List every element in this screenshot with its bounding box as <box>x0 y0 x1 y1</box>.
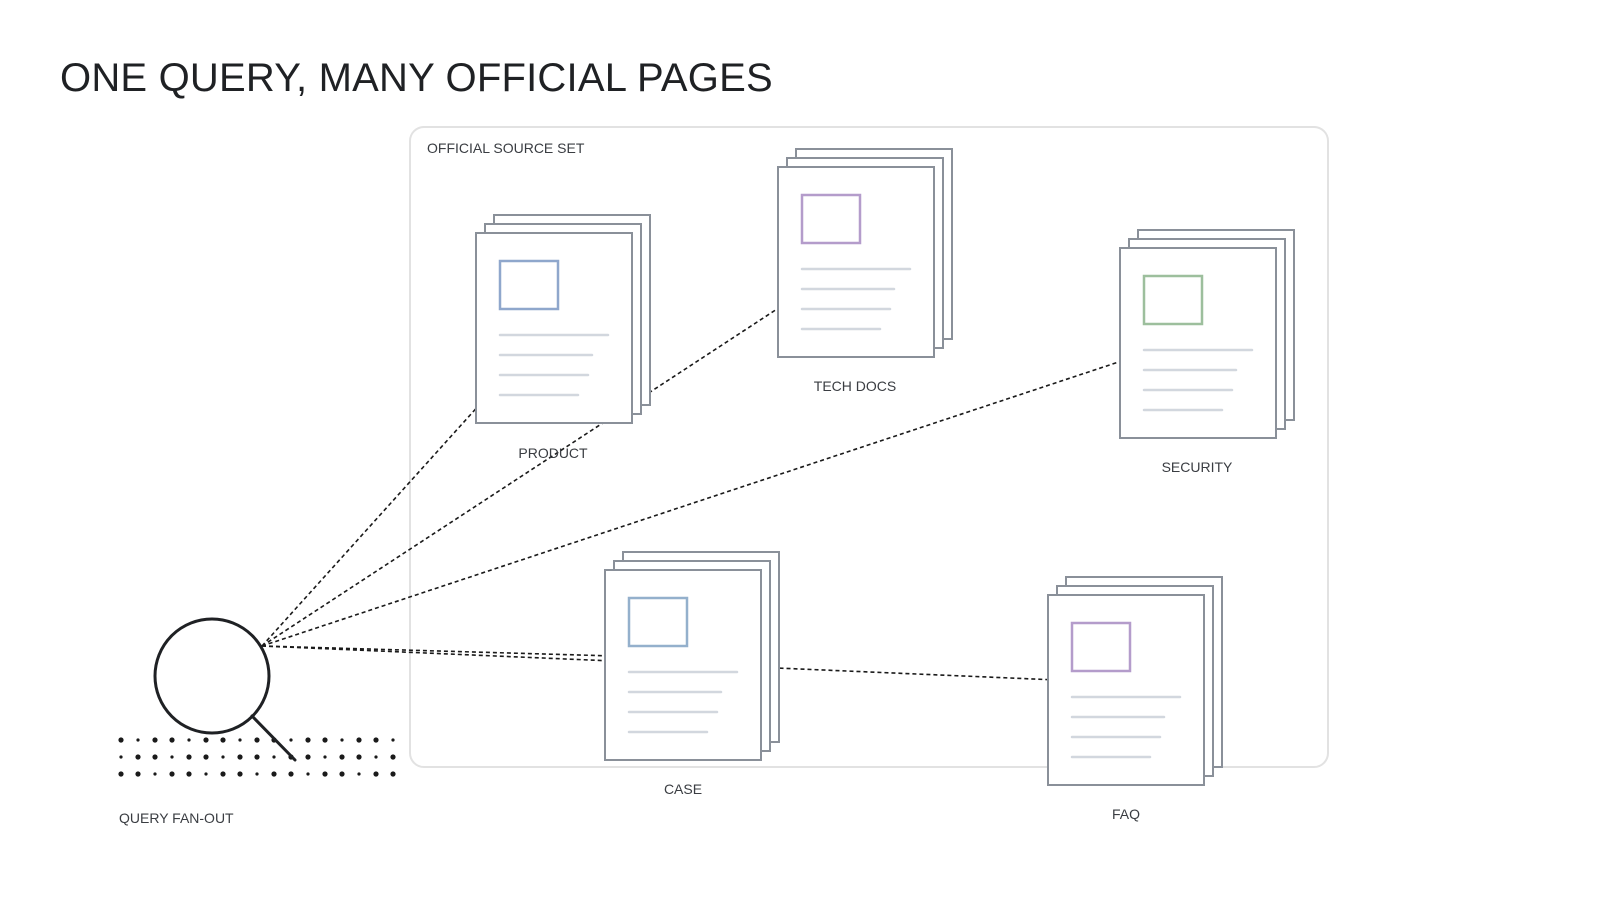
official-source-set-label: OFFICIAL SOURCE SET <box>427 140 585 156</box>
official-source-set-container <box>409 126 1329 768</box>
connector-product <box>261 321 555 647</box>
connector-security <box>261 335 1198 647</box>
document-stack-icon <box>1119 229 1295 439</box>
thumbnail-placeholder <box>498 259 560 311</box>
thumbnail-placeholder <box>1142 274 1204 326</box>
thumbnail-placeholder <box>800 193 862 245</box>
query-fan-out-label: QUERY FAN-OUT <box>119 810 234 826</box>
document-label-faq: FAQ <box>1112 806 1140 822</box>
document-stack-icon <box>475 214 651 424</box>
magnifier-icon <box>153 617 297 762</box>
document-stack-icon <box>604 551 780 761</box>
document-stack-product: PRODUCT <box>475 214 651 461</box>
connector-tech-docs <box>261 257 856 647</box>
page-title: ONE QUERY, MANY OFFICIAL PAGES <box>60 56 773 100</box>
document-stack-security: SECURITY <box>1119 229 1295 475</box>
document-label-case: CASE <box>664 781 702 797</box>
document-stack-icon <box>777 148 953 358</box>
document-label-security: SECURITY <box>1162 459 1233 475</box>
document-stack-icon <box>1047 576 1223 786</box>
document-label-product: PRODUCT <box>518 445 588 461</box>
dot-grid-pattern <box>118 737 396 777</box>
thumbnail-placeholder <box>627 596 689 648</box>
connector-faq <box>261 645 1128 684</box>
document-stacks: PRODUCT TECH DOCS SECURITY CASE FAQ <box>475 148 1295 822</box>
document-stack-tech-docs: TECH DOCS <box>777 148 953 394</box>
connector-lines <box>261 257 1198 684</box>
document-stack-case: CASE <box>604 551 780 797</box>
thumbnail-placeholder <box>1070 621 1132 673</box>
document-label-tech-docs: TECH DOCS <box>814 378 896 394</box>
document-stack-faq: FAQ <box>1047 576 1223 822</box>
